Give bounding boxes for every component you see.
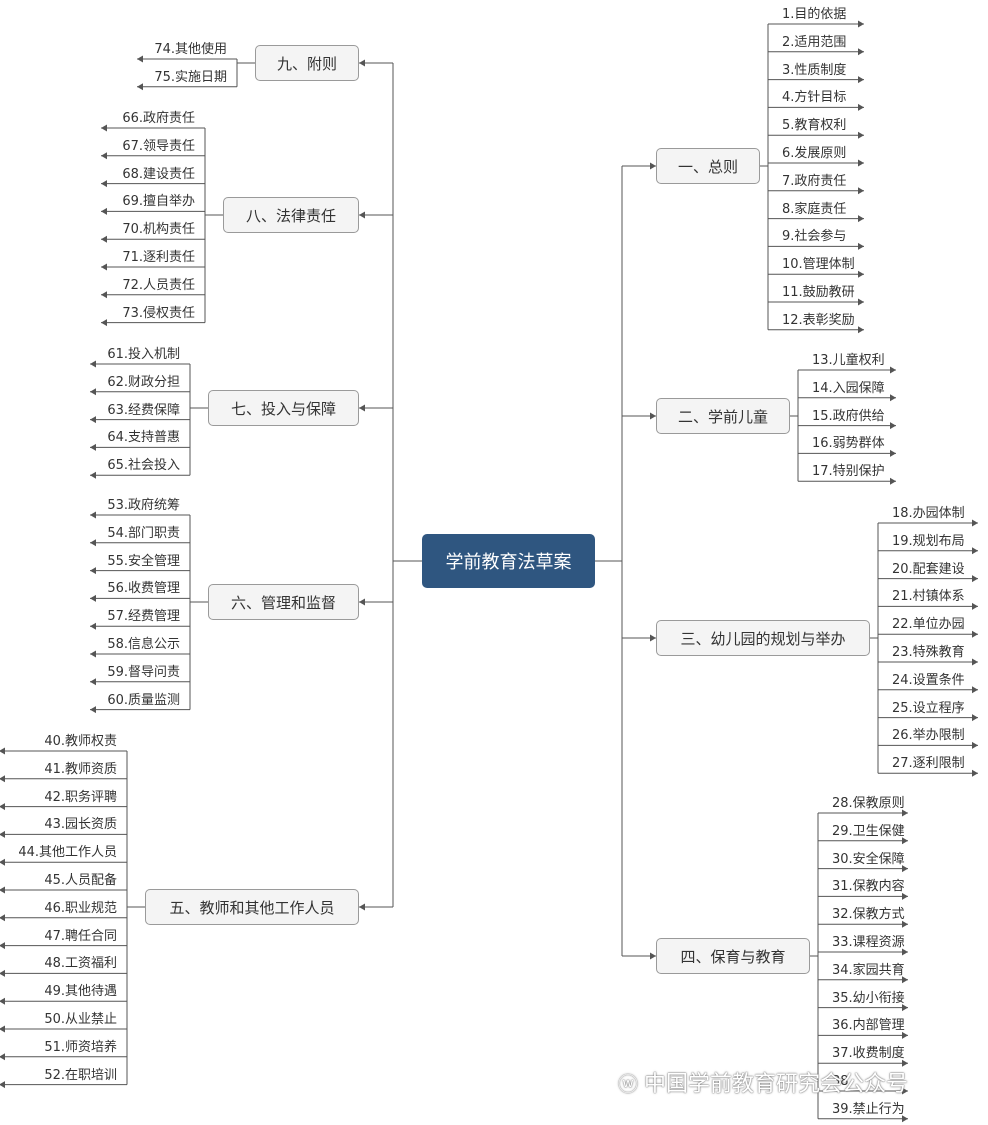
branch-node-3[interactable]: 三、幼儿园的规划与举办 [656, 620, 870, 656]
leaf-item-5-10[interactable]: 49.其他待遇 [44, 984, 117, 1000]
leaf-item-3-7[interactable]: 24.设置条件 [892, 672, 965, 688]
leaf-item-8-7[interactable]: 72.人员责任 [122, 277, 195, 293]
leaf-item-3-4[interactable]: 21.村镇体系 [892, 589, 965, 605]
leaf-item-4-4[interactable]: 31.保教内容 [832, 879, 905, 895]
leaf-item-3-5[interactable]: 22.单位办园 [892, 617, 965, 633]
leaf-item-7-4[interactable]: 64.支持普惠 [107, 430, 180, 446]
leaf-item-6-1[interactable]: 53.政府统筹 [107, 498, 180, 513]
leaf-item-9-2[interactable]: 75.实施日期 [154, 69, 227, 85]
leaf-item-8-4[interactable]: 69.擅自举办 [122, 194, 195, 210]
branch-node-1[interactable]: 一、总则 [656, 148, 760, 184]
leaf-item-6-5[interactable]: 57.经费管理 [107, 609, 180, 625]
leaf-item-6-8[interactable]: 60.质量监测 [107, 692, 180, 708]
leaf-item-5-2[interactable]: 41.教师资质 [44, 761, 117, 777]
leaf-item-6-2[interactable]: 54.部门职责 [107, 525, 180, 541]
leaf-item-1-5[interactable]: 5.教育权利 [782, 118, 847, 134]
leaf-item-8-2[interactable]: 67.领导责任 [122, 138, 195, 154]
leaf-item-6-4[interactable]: 56.收费管理 [107, 581, 180, 597]
leaf-item-1-10[interactable]: 10.管理体制 [782, 257, 855, 273]
leaf-item-4-8[interactable]: 35.幼小衔接 [832, 990, 905, 1006]
leaf-item-3-10[interactable]: 27.逐利限制 [892, 756, 965, 772]
leaf-item-1-11[interactable]: 11.鼓励教研 [782, 285, 855, 300]
leaf-item-9-1[interactable]: 74.其他使用 [154, 42, 227, 57]
leaf-item-5-1[interactable]: 40.教师权责 [44, 734, 117, 749]
leaf-item-1-8[interactable]: 8.家庭责任 [782, 201, 847, 217]
wechat-icon: ⓦ [618, 1071, 638, 1096]
leaf-item-5-6[interactable]: 45.人员配备 [44, 873, 117, 888]
leaf-item-8-5[interactable]: 70.机构责任 [122, 222, 195, 238]
leaf-item-8-8[interactable]: 73.侵权责任 [122, 305, 195, 321]
leaf-item-8-3[interactable]: 68.建设责任 [122, 166, 195, 182]
watermark-text: 中国学前教育研究会公众号 [644, 1072, 909, 1097]
watermark: ⓦ 中国学前教育研究会公众号 [618, 1066, 908, 1098]
leaf-item-4-9[interactable]: 36.内部管理 [832, 1018, 905, 1034]
leaf-item-4-2[interactable]: 29.卫生保健 [832, 823, 905, 839]
leaf-item-8-6[interactable]: 71.逐利责任 [122, 250, 195, 265]
leaf-item-7-2[interactable]: 62.财政分担 [107, 374, 180, 390]
branch-node-4[interactable]: 四、保育与教育 [656, 938, 810, 974]
leaf-item-7-5[interactable]: 65.社会投入 [107, 458, 180, 474]
leaf-item-1-9[interactable]: 9.社会参与 [782, 229, 847, 245]
leaf-item-2-4[interactable]: 16.弱势群体 [812, 436, 885, 452]
leaf-item-4-5[interactable]: 32.保教方式 [832, 907, 905, 923]
leaf-item-1-3[interactable]: 3.性质制度 [782, 62, 847, 78]
leaf-item-8-1[interactable]: 66.政府责任 [122, 111, 195, 126]
leaf-item-5-13[interactable]: 52.在职培训 [44, 1067, 117, 1083]
branch-node-5[interactable]: 五、教师和其他工作人员 [145, 889, 359, 925]
leaf-item-5-9[interactable]: 48.工资福利 [44, 956, 117, 972]
leaf-item-5-8[interactable]: 47.聘任合同 [44, 928, 117, 944]
leaf-item-7-1[interactable]: 61.投入机制 [107, 347, 180, 362]
leaf-item-4-1[interactable]: 28.保教原则 [832, 796, 905, 811]
leaf-item-1-4[interactable]: 4.方针目标 [782, 90, 847, 106]
leaf-item-7-3[interactable]: 63.经费保障 [107, 402, 180, 418]
leaf-item-1-12[interactable]: 12.表彰奖励 [782, 312, 855, 328]
root-node[interactable]: 学前教育法草案 [422, 534, 595, 588]
leaf-item-4-11[interactable]: 38. [832, 1074, 853, 1089]
leaf-item-4-6[interactable]: 33.课程资源 [832, 935, 905, 950]
leaf-item-2-2[interactable]: 14.入园保障 [812, 380, 885, 396]
leaf-item-5-11[interactable]: 50.从业禁止 [44, 1012, 117, 1027]
leaf-item-5-4[interactable]: 43.园长资质 [44, 817, 117, 833]
leaf-item-3-9[interactable]: 26.举办限制 [892, 728, 965, 744]
leaf-item-2-5[interactable]: 17.特别保护 [812, 464, 885, 480]
leaf-item-5-3[interactable]: 42.职务评聘 [44, 789, 117, 805]
leaf-item-1-1[interactable]: 1.目的依据 [782, 7, 847, 22]
leaf-item-3-2[interactable]: 19.规划布局 [892, 533, 965, 549]
leaf-item-5-7[interactable]: 46.职业规范 [44, 900, 117, 916]
leaf-item-1-6[interactable]: 6.发展原则 [782, 146, 847, 161]
leaf-item-2-3[interactable]: 15.政府供给 [812, 408, 885, 424]
leaf-item-3-6[interactable]: 23.特殊教育 [892, 645, 965, 660]
leaf-item-4-7[interactable]: 34.家园共育 [832, 962, 905, 978]
branch-node-6[interactable]: 六、管理和监督 [208, 584, 359, 620]
leaf-item-3-8[interactable]: 25.设立程序 [892, 700, 965, 716]
leaf-item-4-10[interactable]: 37.收费制度 [832, 1046, 905, 1062]
leaf-item-5-12[interactable]: 51.师资培养 [44, 1039, 117, 1055]
branch-node-9[interactable]: 九、附则 [255, 45, 359, 81]
leaf-item-2-1[interactable]: 13.儿童权利 [812, 353, 885, 368]
branch-node-8[interactable]: 八、法律责任 [223, 197, 359, 233]
leaf-item-4-12[interactable]: 39.禁止行为 [832, 1101, 905, 1117]
branch-node-7[interactable]: 七、投入与保障 [208, 390, 359, 426]
leaf-item-6-3[interactable]: 55.安全管理 [107, 553, 180, 569]
leaf-item-3-3[interactable]: 20.配套建设 [892, 561, 965, 577]
branch-node-2[interactable]: 二、学前儿童 [656, 398, 790, 434]
leaf-item-1-7[interactable]: 7.政府责任 [782, 173, 847, 189]
leaf-item-6-7[interactable]: 59.督导问责 [107, 664, 180, 680]
leaf-item-1-2[interactable]: 2.适用范围 [782, 34, 847, 50]
leaf-item-4-3[interactable]: 30.安全保障 [832, 851, 905, 867]
leaf-item-5-5[interactable]: 44.其他工作人员 [18, 845, 117, 861]
leaf-item-6-6[interactable]: 58.信息公示 [107, 637, 180, 652]
leaf-item-3-1[interactable]: 18.办园体制 [892, 506, 965, 521]
